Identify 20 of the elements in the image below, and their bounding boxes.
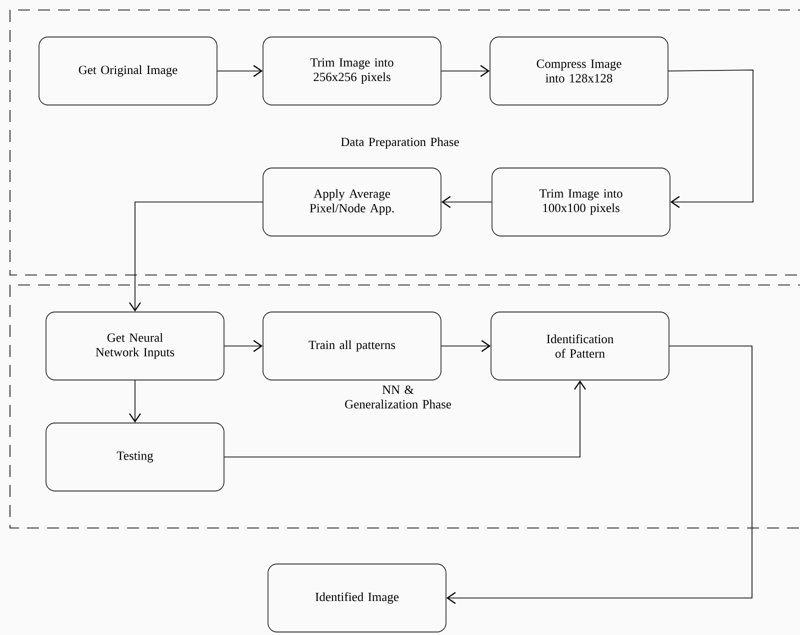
arrow [224,380,586,458]
process-box: Identification of Pattern [490,312,670,380]
arrow [216,65,263,77]
arrow [224,340,263,352]
process-box: Trim Image into 100x100 pixels [492,168,670,236]
arrow [440,340,491,352]
process-box: Trim Image into 256x256 pixels [262,36,442,106]
arrow [129,202,264,312]
process-box: Get Original Image [38,36,218,106]
process-box: Testing [46,422,224,492]
arrow [668,70,754,208]
arrow [440,65,490,77]
process-box: Train all patterns [262,312,442,380]
process-box: Get Neural Network Inputs [46,312,224,380]
process-box: Identified Image [268,564,446,632]
arrow [446,346,752,604]
process-box: Compress Image into 128x128 [490,36,668,106]
arrow [441,196,492,208]
process-box: Apply Average Pixel/Node App. [262,168,442,236]
arrow [129,380,141,423]
